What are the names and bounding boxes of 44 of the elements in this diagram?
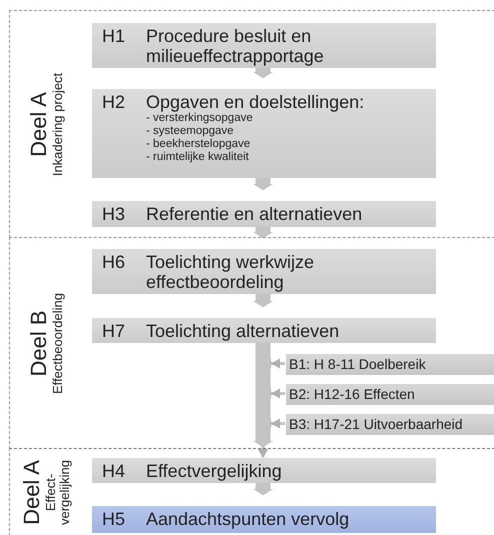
chapter-box bbox=[92, 89, 436, 178]
section-band bbox=[9, 10, 494, 238]
arrow bbox=[258, 418, 285, 458]
chapter-number: H1 bbox=[102, 26, 126, 48]
chapter-title: Toelichting werkwijze effectbeoordeling bbox=[146, 252, 316, 292]
section-title: Deel A bbox=[27, 92, 52, 157]
section-band bbox=[9, 237, 494, 449]
chapter-title: Aandachtspunten vervolg bbox=[146, 509, 350, 529]
section-title: Deel B bbox=[27, 310, 52, 377]
chapter-box bbox=[92, 318, 436, 343]
chapter-title: Opgaven en doelstellingen: bbox=[146, 92, 366, 112]
sub-chapter-box: B3: H17-21 Uitvoerbaarheid bbox=[286, 414, 494, 435]
chapter-number: H7 bbox=[102, 321, 126, 341]
section-subtitle: Effectbeoordeling bbox=[51, 293, 65, 394]
chapter-title: Referentie en alternatieven bbox=[146, 204, 364, 224]
list-item: - ruimtelijke kwaliteit bbox=[146, 151, 250, 164]
chapter-title: Toelichting alternatieven bbox=[146, 321, 340, 341]
section-subtitle: Inkadering project bbox=[51, 72, 65, 176]
block-arrow bbox=[253, 482, 273, 496]
block-arrow bbox=[253, 342, 273, 448]
chapter-box bbox=[92, 506, 436, 533]
chapter-box bbox=[92, 458, 436, 483]
block-arrow bbox=[253, 177, 273, 190]
sub-chapter-box: B2: H12-16 Effecten bbox=[286, 384, 494, 405]
sub-chapter-box: B1: H 8-11 Doelbereik bbox=[286, 354, 494, 375]
chapter-box bbox=[92, 23, 436, 68]
section-title: Deel A bbox=[20, 460, 44, 525]
chapter-number: H4 bbox=[102, 461, 126, 481]
list-item: - versterkingsopgave bbox=[146, 112, 254, 125]
block-arrow bbox=[253, 226, 273, 238]
chapter-number: H2 bbox=[102, 92, 126, 112]
chapter-title: Procedure besluit en milieueffectrapportage bbox=[146, 26, 325, 66]
list-item: - beekherstelopgave bbox=[146, 138, 252, 151]
chapter-number: H3 bbox=[102, 204, 126, 224]
chapter-box bbox=[92, 249, 436, 294]
list-item: - systeemopgave bbox=[146, 125, 235, 138]
block-arrow bbox=[253, 67, 273, 78]
chapter-number: H6 bbox=[102, 252, 126, 274]
chapter-box bbox=[92, 201, 436, 227]
block-arrow bbox=[253, 293, 273, 308]
section-band bbox=[9, 448, 494, 535]
chapter-title: Effectvergelijking bbox=[146, 461, 283, 481]
section-subtitle: Effect- vergelijking bbox=[44, 458, 72, 528]
chapter-number: H5 bbox=[102, 509, 126, 529]
